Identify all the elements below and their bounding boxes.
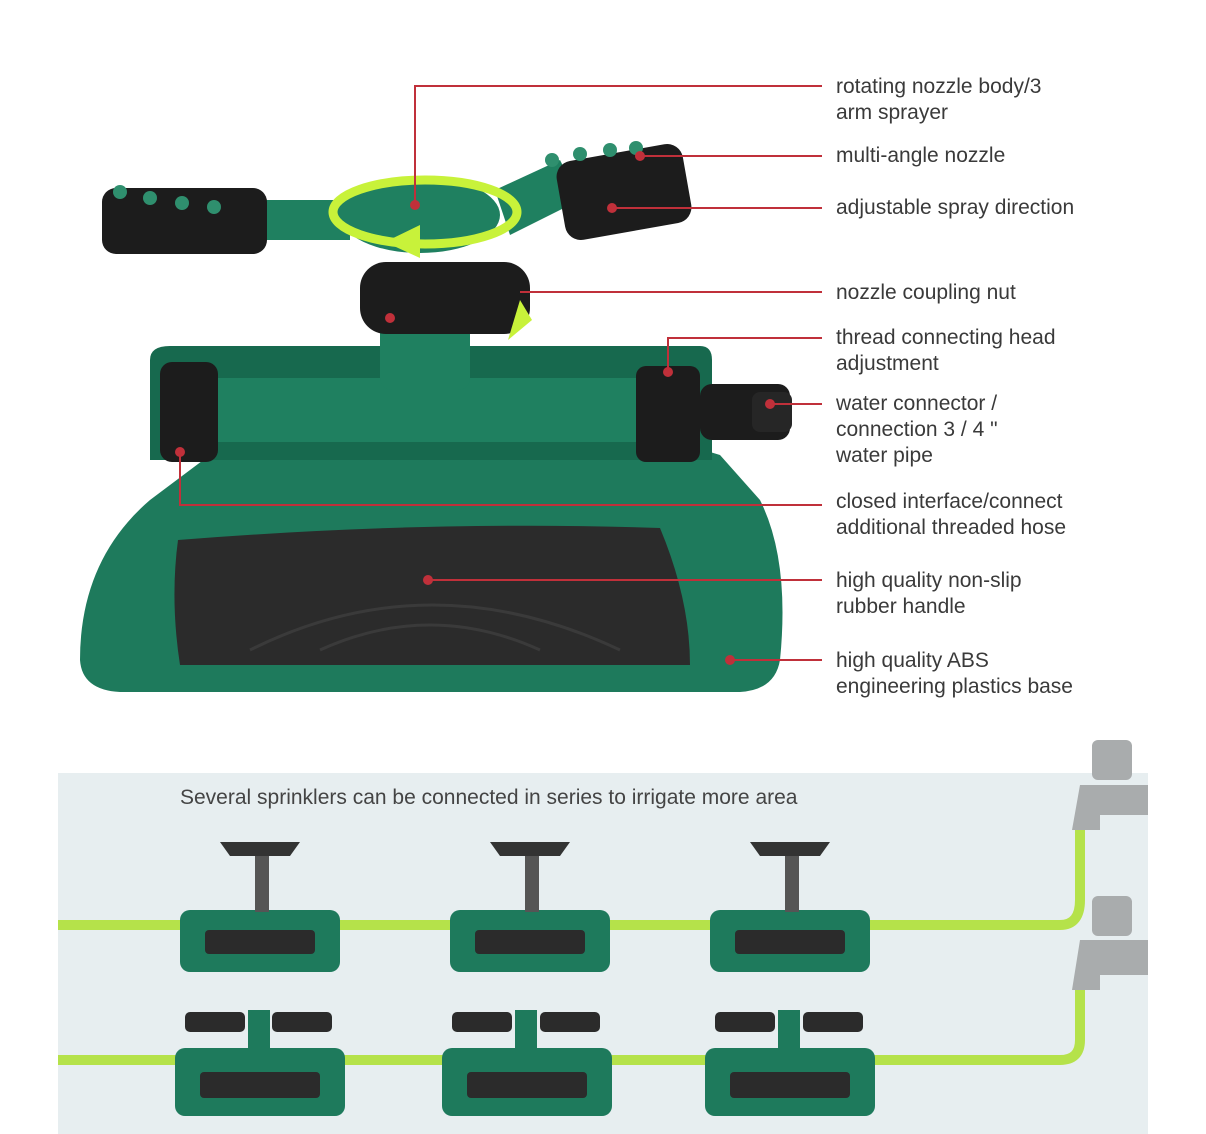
faucet-icon xyxy=(1072,896,1148,990)
sprinkler-icon xyxy=(175,1010,345,1116)
hose-top xyxy=(58,830,1085,930)
leader-lines xyxy=(179,85,822,661)
callout-line: multi-angle nozzle xyxy=(836,144,1006,167)
sprinkler-icon xyxy=(450,842,610,972)
callout-line: adjustment xyxy=(836,352,939,375)
callout-abs-base: high quality ABS engineering plastics ba… xyxy=(836,648,1073,700)
callout-multi-angle: multi-angle nozzle xyxy=(836,143,1005,169)
handle-groove xyxy=(319,623,541,652)
sprinkler-product-illustration xyxy=(80,85,822,692)
nozzle-holes xyxy=(113,141,643,214)
callout-line: connection 3 / 4 " xyxy=(836,418,998,441)
rotation-arrow xyxy=(328,175,522,249)
callout-line: high quality ABS xyxy=(836,649,989,672)
callout-water-connector: water connector / connection 3 / 4 " wat… xyxy=(836,391,998,469)
sprinkler-icon xyxy=(705,1010,875,1116)
callout-thread-head: thread connecting head adjustment xyxy=(836,325,1056,377)
callout-rotating-nozzle: rotating nozzle body/3 arm sprayer xyxy=(836,74,1041,126)
thread-connecting-head xyxy=(636,366,700,462)
central-riser xyxy=(380,320,470,390)
nozzle-coupling-nut xyxy=(360,262,530,334)
callout-line: arm sprayer xyxy=(836,101,949,124)
callout-line: rubber handle xyxy=(836,595,966,618)
left-arm xyxy=(260,200,350,240)
handle-groove xyxy=(249,603,621,652)
rotating-head xyxy=(340,177,500,253)
callout-line: nozzle coupling nut xyxy=(836,281,1016,304)
callout-spray-direction: adjustable spray direction xyxy=(836,195,1074,221)
callout-closed-interface: closed interface/connect additional thre… xyxy=(836,489,1066,541)
callout-line: rotating nozzle body/3 xyxy=(836,75,1042,98)
callout-rubber-handle: high quality non-slip rubber handle xyxy=(836,568,1022,620)
left-nozzle xyxy=(102,188,267,254)
callout-line: adjustable spray direction xyxy=(836,196,1075,219)
tilt-arrow xyxy=(508,300,532,340)
closed-interface-cap xyxy=(160,362,218,462)
right-nozzle xyxy=(556,144,692,240)
rotation-arrowhead xyxy=(385,225,420,258)
horizontal-pipe xyxy=(160,378,680,442)
rubber-handle xyxy=(174,525,690,665)
sprinkler-icon xyxy=(710,842,870,972)
callout-line: engineering plastics base xyxy=(836,675,1073,698)
water-connector-tip xyxy=(752,392,792,432)
hose-bottom xyxy=(58,990,1085,1065)
callout-line: additional threaded hose xyxy=(836,516,1067,539)
callout-line: high quality non-slip xyxy=(836,569,1022,592)
faucet-icon xyxy=(1072,740,1148,830)
callout-line: water connector / xyxy=(836,392,998,415)
callout-line: thread connecting head xyxy=(836,326,1056,349)
series-caption: Several sprinklers can be connected in s… xyxy=(180,786,798,809)
sprinkler-icon xyxy=(180,842,340,972)
sprinkler-icon xyxy=(442,1010,612,1116)
callout-coupling-nut: nozzle coupling nut xyxy=(836,280,1016,306)
leader-dots xyxy=(175,151,775,665)
callout-line: closed interface/connect xyxy=(836,490,1063,513)
callout-line: water pipe xyxy=(836,444,933,467)
